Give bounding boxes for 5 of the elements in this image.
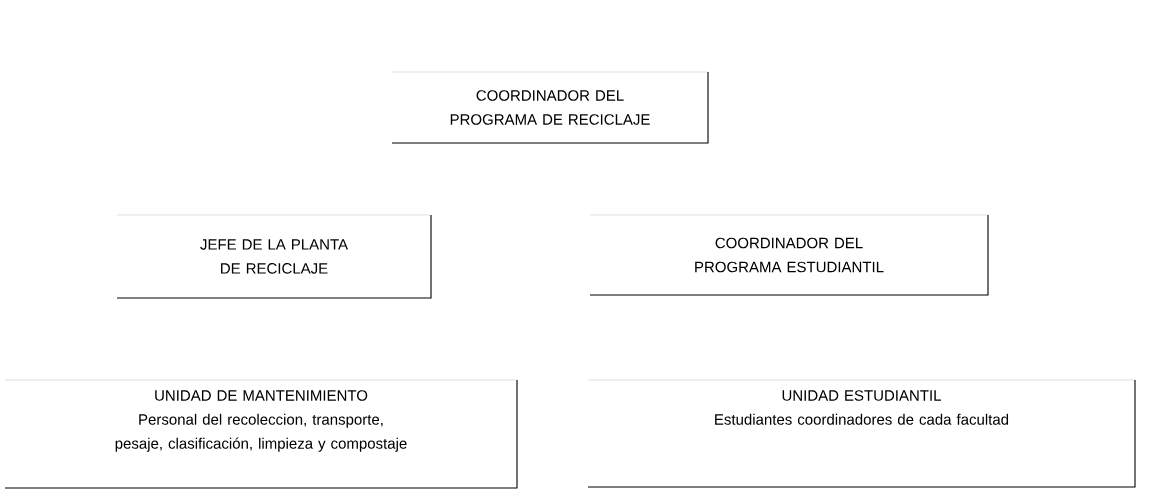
org-box: COORDINADOR DEL PROGRAMA DE RECICLAJE bbox=[391, 71, 709, 144]
org-box: UNIDAD ESTUDIANTIL Estudiantes coordinadores de cada facultad bbox=[587, 379, 1136, 488]
org-box: UNIDAD DE MANTENIMIENTO Personal del recoleccion, transporte, pesaje, clasificación, limpieza y compostaje bbox=[4, 379, 518, 489]
org-box: COORDINADOR DEL PROGRAMA ESTUDIANTIL bbox=[589, 214, 989, 296]
org-box: JEFE DE LA PLANTA DE RECICLAJE bbox=[116, 214, 432, 299]
